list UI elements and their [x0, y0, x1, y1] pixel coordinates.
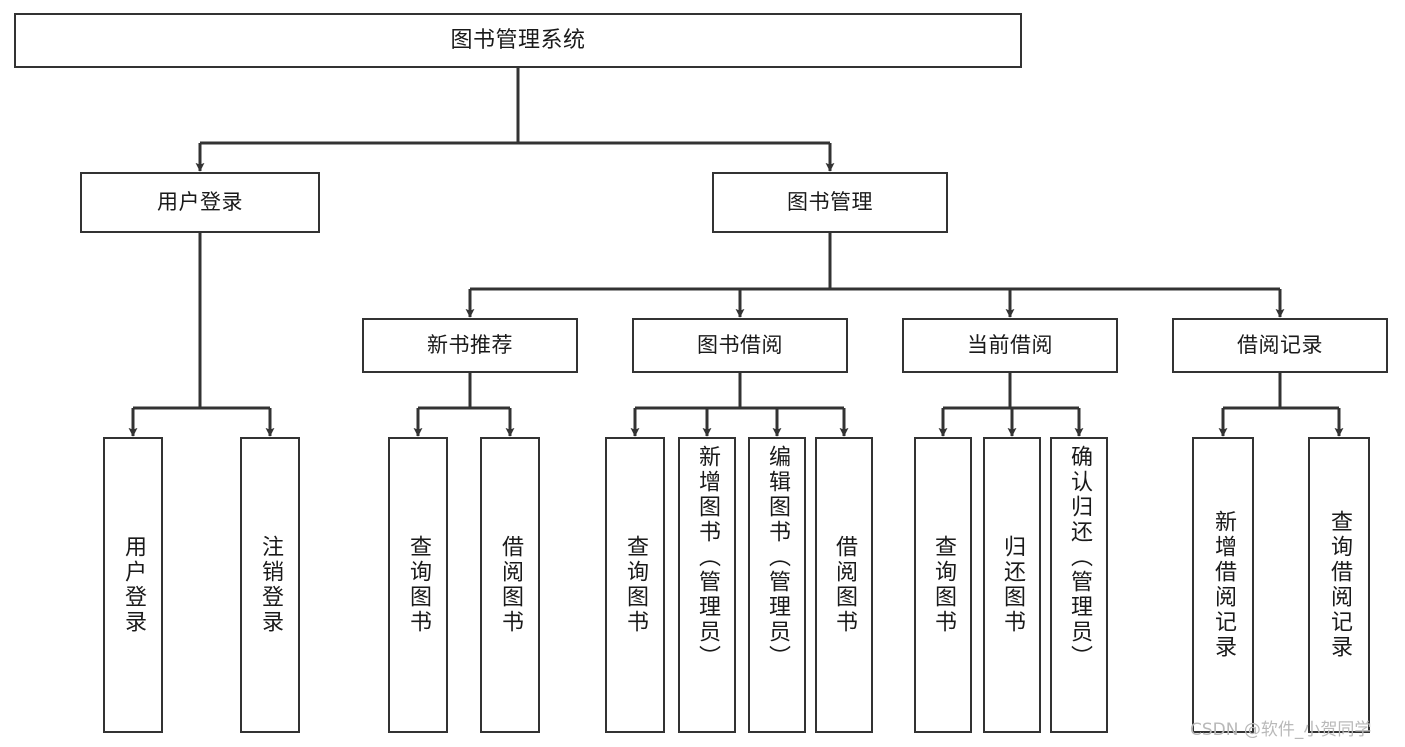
node-leaf-query-book-1[interactable]: 查询图书	[388, 437, 448, 733]
node-leaf-add-book[interactable]: 新增图书（管理员）	[678, 437, 736, 733]
node-leaf-query-book-2[interactable]: 查询图书	[605, 437, 665, 733]
node-label: 新书推荐	[427, 333, 513, 358]
node-leaf-confirm-return[interactable]: 确认归还（管理员）	[1050, 437, 1108, 733]
node-leaf-query-record[interactable]: 查询借阅记录	[1308, 437, 1370, 733]
node-leaf-borrow-book-2[interactable]: 借阅图书	[815, 437, 873, 733]
node-label: 用户登录	[121, 535, 146, 635]
node-leaf-user-logout[interactable]: 注销登录	[240, 437, 300, 733]
node-label: 图书管理系统	[450, 27, 586, 53]
node-leaf-borrow-book-1[interactable]: 借阅图书	[480, 437, 540, 733]
node-borrow-record[interactable]: 借阅记录	[1172, 318, 1388, 373]
node-leaf-return-book[interactable]: 归还图书	[983, 437, 1041, 733]
node-new-book-rec[interactable]: 新书推荐	[362, 318, 578, 373]
node-label: 图书借阅	[697, 333, 783, 358]
node-label: 借阅图书	[498, 535, 523, 635]
node-root[interactable]: 图书管理系统	[14, 13, 1022, 68]
node-label: 用户登录	[157, 190, 243, 215]
node-label: 查询图书	[931, 535, 956, 635]
node-label: 查询图书	[623, 535, 648, 635]
node-label: 新增图书（管理员）	[695, 445, 720, 670]
node-current-borrow[interactable]: 当前借阅	[902, 318, 1118, 373]
node-label: 归还图书	[1000, 535, 1025, 635]
node-label: 借阅记录	[1237, 333, 1323, 358]
node-book-manage[interactable]: 图书管理	[712, 172, 948, 233]
node-label: 编辑图书（管理员）	[765, 445, 790, 670]
node-leaf-query-book-3[interactable]: 查询图书	[914, 437, 972, 733]
node-leaf-edit-book[interactable]: 编辑图书（管理员）	[748, 437, 806, 733]
node-label: 确认归还（管理员）	[1067, 445, 1092, 670]
node-label: 图书管理	[787, 190, 873, 215]
node-leaf-user-login[interactable]: 用户登录	[103, 437, 163, 733]
node-label: 借阅图书	[832, 535, 857, 635]
node-label: 查询图书	[406, 535, 431, 635]
node-label: 当前借阅	[967, 333, 1053, 358]
csdn-watermark: CSDN @软件_小贺同学	[1190, 720, 1372, 740]
node-book-borrow[interactable]: 图书借阅	[632, 318, 848, 373]
node-leaf-add-record[interactable]: 新增借阅记录	[1192, 437, 1254, 733]
node-label: 新增借阅记录	[1211, 510, 1236, 660]
node-user-login[interactable]: 用户登录	[80, 172, 320, 233]
node-label: 注销登录	[258, 535, 283, 635]
node-label: 查询借阅记录	[1327, 510, 1352, 660]
